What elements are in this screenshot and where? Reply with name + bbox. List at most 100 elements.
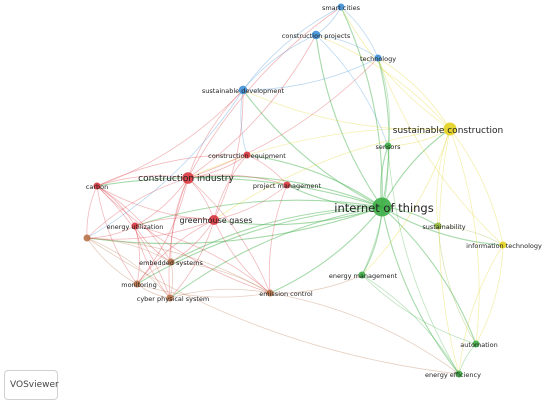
node-tech[interactable] [374,54,382,62]
node-ce[interactable] [243,151,251,159]
link-unk-ee [86,237,460,375]
node-pm[interactable] [283,181,291,189]
node-gg[interactable] [209,215,219,225]
node-iot[interactable] [372,197,392,217]
label-pm[interactable]: project management [253,182,322,190]
link-carbon-ec [96,185,271,294]
link-eu-cps [134,225,171,299]
link-eu-es [134,225,172,263]
node-ci[interactable] [182,172,194,184]
link-sc-tech [377,57,451,130]
link-sc-gg [213,128,451,221]
label-es[interactable]: embedded systems [139,259,203,267]
link-sd-cp [242,34,317,91]
link-eu-mon [134,225,140,285]
link-sc-it [449,128,504,246]
link-it-auto [475,244,504,345]
link-sc-sd [242,89,451,130]
label-sensors[interactable]: sensors [376,143,402,151]
link-ci-cps [168,177,189,299]
link-carbon-unk [86,185,98,239]
label-em[interactable]: energy management [329,272,398,280]
label-ci[interactable]: construction industry [138,174,234,184]
link-ci-tech [187,57,379,179]
node-unk[interactable] [83,234,91,242]
link-sc-sust [436,128,451,227]
link-sust-it [437,225,504,246]
link-iot-cp [315,34,383,208]
link-iot-sd [242,89,383,208]
label-iot[interactable]: internet of things [334,201,433,215]
node-es[interactable] [167,258,175,266]
link-iot-cps [169,206,383,299]
link-iot-ce [246,154,383,208]
link-sust-auto [437,225,477,345]
label-ec[interactable]: emission control [259,290,313,298]
link-unk-ec [86,237,271,294]
label-gg[interactable]: greenhouse gases [179,216,252,225]
link-carbon-sd [96,89,244,187]
link-carbon-es [96,185,172,263]
link-gg-unk [86,219,215,240]
link-ci-ec [187,177,271,294]
label-sust[interactable]: sustainability [422,223,465,231]
link-carbon-cps [96,185,171,299]
link-iot-it [381,206,504,246]
node-cps[interactable] [166,294,174,302]
label-sd[interactable]: sustainable development [202,87,285,95]
node-auto[interactable] [472,340,480,348]
link-iot-eu [134,199,383,227]
label-ce[interactable]: construction equipment [208,152,286,160]
label-mon[interactable]: monitoring [121,281,156,289]
node-eu[interactable] [131,222,139,230]
link-iot-unk [86,206,383,245]
node-mon[interactable] [133,280,141,288]
link-cps-ec [169,288,271,299]
link-ec-ee [269,292,460,375]
link-es-ec [170,261,271,294]
node-sc[interactable] [443,122,457,136]
link-iot-auto [381,206,477,345]
link-iot-ci [187,175,383,208]
link-sc-ee [439,128,460,375]
links-layer [86,6,504,375]
link-gg-carbon [96,185,215,221]
link-mon-ec [136,283,271,298]
link-gg-pm [213,184,288,221]
link-gg-ec [213,219,271,294]
link-it-tech [377,57,504,246]
link-sensors-ee [387,145,460,375]
link-iot-ec [269,206,383,294]
label-cps[interactable]: cyber physical system [137,295,210,303]
link-ci-eu [134,177,189,227]
node-ec[interactable] [266,289,274,297]
node-carbon[interactable] [93,182,101,190]
link-carbon-eu [96,185,136,227]
label-tech[interactable]: technology [360,55,396,63]
link-carbon-mon [96,185,138,285]
label-carbon[interactable]: carbon [86,183,108,191]
node-sd[interactable] [238,85,248,95]
label-sc[interactable]: sustainable construction [393,126,503,136]
node-it[interactable] [499,241,507,249]
node-smart[interactable] [337,3,345,11]
label-cp[interactable]: construction projects [282,32,351,40]
label-ee[interactable]: energy efficiency [425,371,481,379]
link-iot-gg [213,206,383,226]
link-ci-sd [187,89,244,179]
label-eu[interactable]: energy utilization [107,223,164,231]
link-ci-unk [86,177,189,239]
node-cp[interactable] [311,30,321,40]
link-eu-ec [134,225,271,294]
link-gg-eu [134,217,215,227]
link-tech-smart [340,6,379,59]
node-em[interactable] [358,271,366,279]
node-ee[interactable] [455,370,463,378]
label-auto[interactable]: automation [460,341,497,349]
label-smart[interactable]: smart cities [322,4,361,12]
node-sensors[interactable] [384,142,392,150]
node-sust[interactable] [434,222,442,230]
label-it[interactable]: information technology [466,242,542,250]
